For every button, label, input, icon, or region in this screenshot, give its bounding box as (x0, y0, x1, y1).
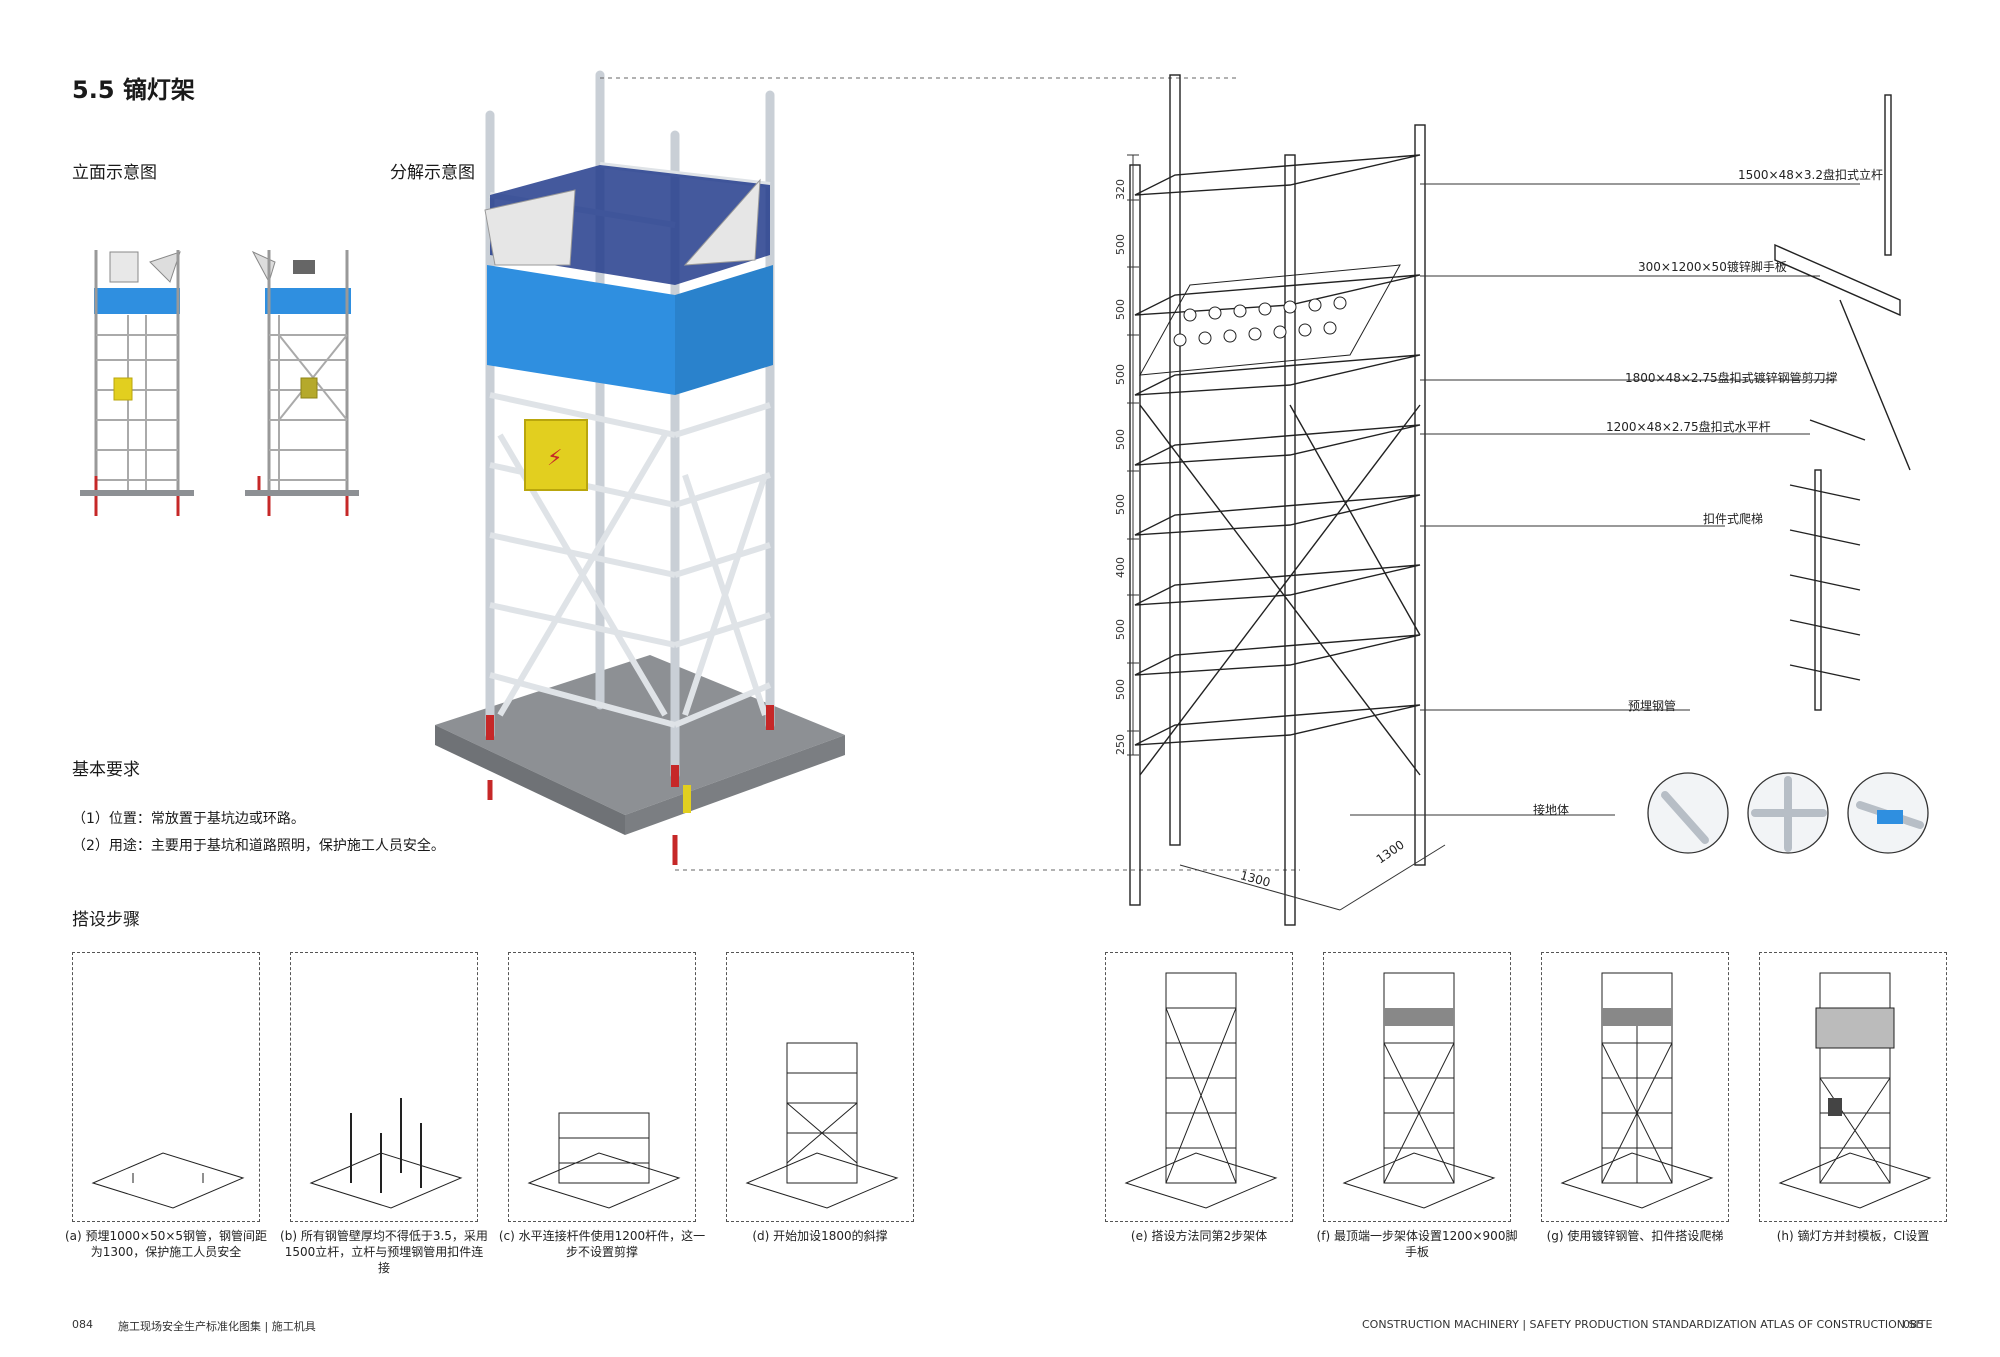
dim-5: 500 (1114, 429, 1127, 450)
component-parts (1774, 94, 1911, 711)
dim-10: 250 (1114, 734, 1127, 755)
requirement-2: （2）用途：主要用于基坑和道路照明，保护施工人员安全。 (72, 838, 445, 854)
callout-upright: 1500×48×3.2盘扣式立杆 (1738, 168, 1884, 182)
footer-left-text: 施工现场安全生产标准化图集 | 施工机具 (118, 1320, 316, 1333)
erection-steps-heading: 搭设步骤 (72, 910, 140, 930)
callout-plank: 300×1200×50镀锌脚手板 (1638, 260, 1787, 274)
callout-leaders (1350, 183, 1860, 816)
callout-ladder: 扣件式爬梯 (1703, 512, 1764, 526)
step-caption-b: (b) 所有钢管壁厚均不得低于3.5，采用1500立杆，立杆与预埋钢管用扣件连接 (280, 1229, 488, 1275)
step-caption-c: (c) 水平连接杆件使用1200杆件，这一步不设置剪撑 (498, 1229, 706, 1259)
step-box-d (726, 952, 914, 1222)
elevation-diagram-front (80, 250, 194, 516)
requirement-1: （1）位置：常放置于基坑边或环路。 (72, 811, 305, 827)
dim-3: 500 (1114, 299, 1127, 320)
elevation-label: 立面示意图 (72, 163, 157, 183)
detail-circles (1647, 772, 1929, 854)
plan-dimension-lines (1179, 844, 1446, 911)
dim-2: 500 (1114, 234, 1127, 255)
dim-8: 500 (1114, 619, 1127, 640)
step-box-g (1541, 952, 1729, 1222)
svg-text:⚡: ⚡ (547, 446, 562, 471)
step-box-a (72, 952, 260, 1222)
dim-4: 500 (1114, 364, 1127, 385)
dim-6: 500 (1114, 494, 1127, 515)
step-box-e (1105, 952, 1293, 1222)
connector-lines (600, 77, 1300, 871)
footer-right-page: 085 (1903, 1318, 1924, 1331)
step-caption-f: (f) 最顶端一步架体设置1200×900脚手板 (1316, 1229, 1518, 1259)
step-caption-h: (h) 镝灯方并封模板，Cl设置 (1776, 1229, 1930, 1243)
step-caption-e: (e) 搭设方法同第2步架体 (1130, 1229, 1268, 1243)
step-box-b (290, 952, 478, 1222)
step-caption-d: (d) 开始加设1800的斜撑 (752, 1229, 888, 1243)
elevation-diagram-side (245, 250, 359, 516)
basic-requirements-heading: 基本要求 (72, 760, 140, 780)
callout-horizontal-bar: 1200×48×2.75盘扣式水平杆 (1606, 420, 1771, 434)
callout-grounding: 接地体 (1533, 803, 1570, 817)
lamp-tower-render: ⚡ (435, 70, 845, 865)
step-box-h (1759, 952, 1947, 1222)
step-caption-a: (a) 预埋1000×50×5钢管，钢管间距为1300，保护施工人员安全 (64, 1229, 268, 1259)
step-box-c (508, 952, 696, 1222)
step-caption-g: (g) 使用镀锌钢管、扣件搭设爬梯 (1546, 1229, 1724, 1243)
callout-embedded-pipe: 预埋钢管 (1628, 699, 1677, 713)
section-title: 5.5 镝灯架 (72, 76, 195, 104)
callout-scissor-brace: 1800×48×2.75盘扣式镀锌钢管剪刀撑 (1625, 371, 1838, 385)
dim-9: 500 (1114, 679, 1127, 700)
dim-7: 400 (1114, 557, 1127, 578)
exploded-line-drawing (1129, 74, 1426, 926)
exploded-label: 分解示意图 (390, 163, 475, 183)
dimension-chain (1127, 154, 1139, 756)
footer-right-text: CONSTRUCTION MACHINERY | SAFETY PRODUCTI… (1362, 1318, 1933, 1331)
step-box-f (1323, 952, 1511, 1222)
dim-1: 320 (1114, 179, 1127, 200)
footer-left-page: 084 (72, 1318, 93, 1331)
